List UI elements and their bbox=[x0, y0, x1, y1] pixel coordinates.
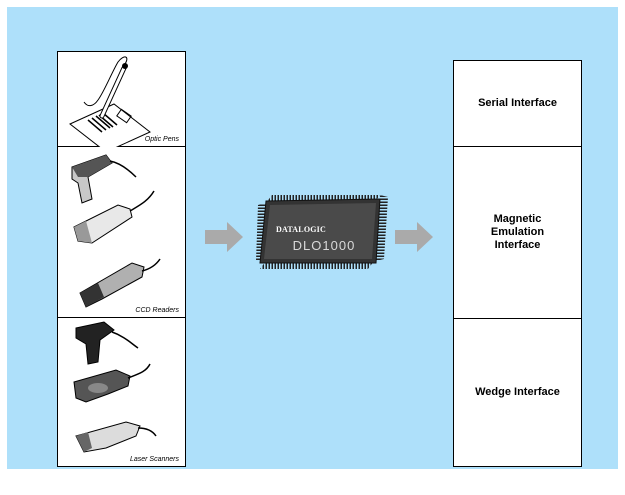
ccd-readers-label: CCD Readers bbox=[135, 307, 179, 314]
serial-interface-label: Serial Interface bbox=[478, 97, 557, 109]
laser-scanners-panel: Laser Scanners bbox=[58, 318, 185, 466]
optic-pen-icon bbox=[69, 56, 151, 147]
magnetic-emulation-interface-box: Magnetic Emulation Interface bbox=[454, 147, 581, 319]
optic-pens-label: Optic Pens bbox=[144, 136, 179, 143]
optic-pens-panel: Optic Pens bbox=[58, 52, 185, 147]
chip-brand-label: DATALOGIC bbox=[276, 225, 326, 234]
wedge-interface-label: Wedge Interface bbox=[475, 386, 560, 398]
arrow-right-icon bbox=[395, 222, 433, 252]
output-interfaces-column: Serial Interface Magnetic Emulation Inte… bbox=[453, 60, 582, 467]
ccd-readers-panel: CCD Readers bbox=[58, 147, 185, 318]
magnetic-emulation-interface-label: Magnetic Emulation Interface bbox=[490, 213, 545, 251]
input-devices-column: Optic Pens CCD Readers bbox=[57, 51, 186, 467]
serial-interface-box: Serial Interface bbox=[454, 61, 581, 147]
chip-model-label: DLO1000 bbox=[292, 238, 356, 253]
laser-scanner-icon bbox=[73, 321, 157, 453]
laser-scanners-label: Laser Scanners bbox=[129, 456, 179, 463]
ccd-reader-icon bbox=[71, 154, 161, 308]
microchip-icon bbox=[256, 195, 388, 269]
arrow-right-icon bbox=[205, 222, 243, 252]
wedge-interface-box: Wedge Interface bbox=[454, 319, 581, 466]
